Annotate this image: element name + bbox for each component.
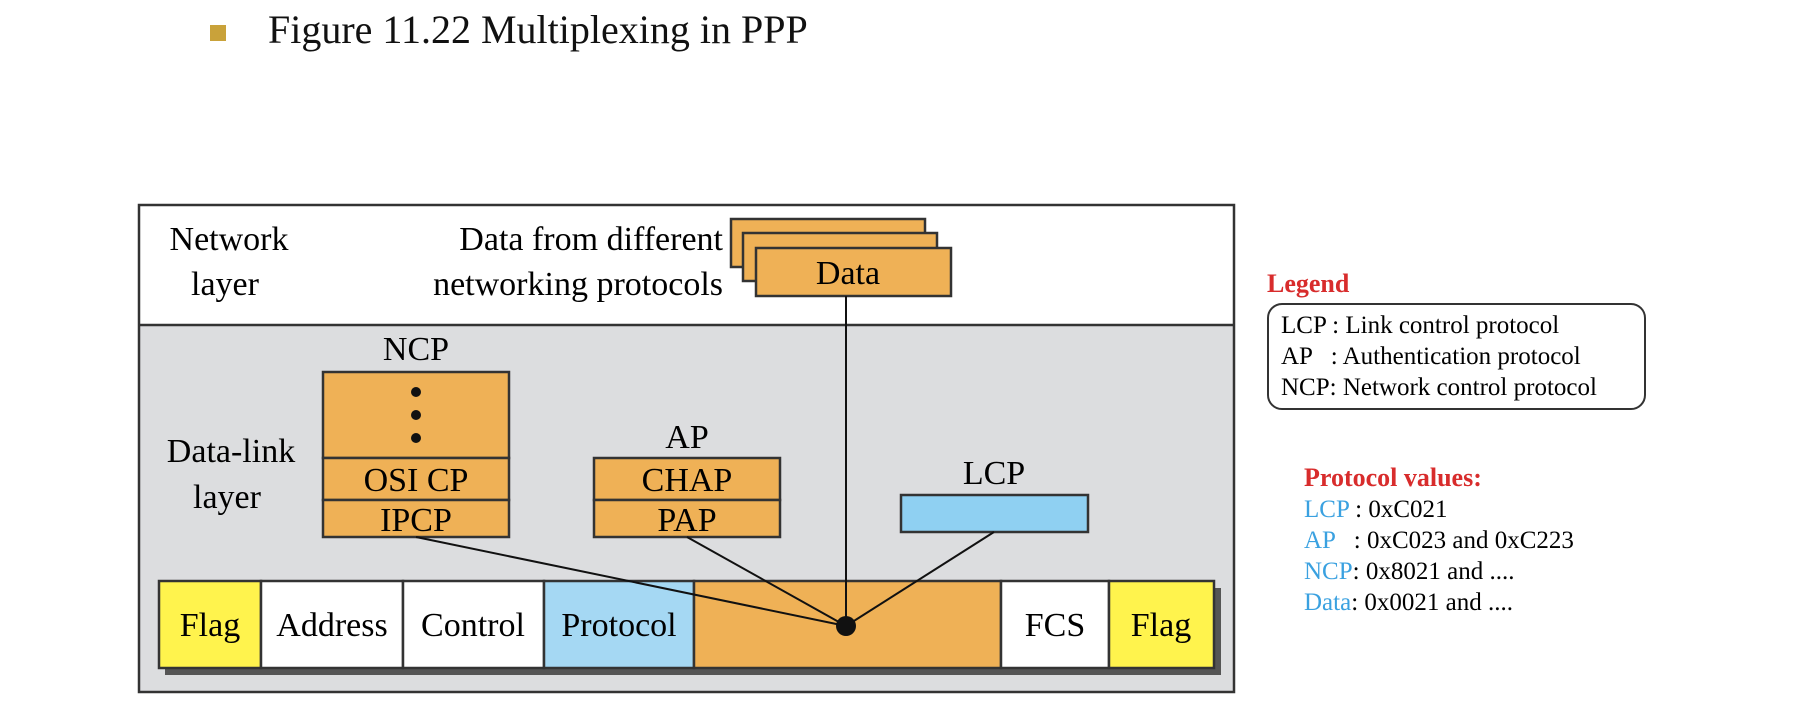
protocol-value-lcp: LCP : 0xC021 [1304,496,1448,523]
lcp-label: LCP [963,455,1025,492]
frame-flag2-field [1107,579,1216,670]
data-box-front [754,246,953,298]
lcp-box [899,493,1090,534]
network-layer-region [139,205,1234,325]
chap-label: CHAP [642,462,733,499]
data-caption-line1: Data from different [459,221,723,258]
protocol-values-title: Protocol values: [1304,463,1482,492]
frame-flag-field [157,579,263,670]
connector-ncp [415,536,847,627]
frame-fcs-field [999,579,1111,670]
frame-address-label: Address [276,607,387,644]
ipcp-label: IPCP [380,502,452,539]
frame-flag-label: Flag [180,607,240,644]
legend-box [1267,303,1646,410]
connector-lcp [845,531,995,627]
ncp-dot-1 [411,387,421,397]
bullet-icon [210,24,226,41]
datalink-layer-label-2: layer [193,479,262,516]
ncp-label: NCP [383,331,449,368]
slide-title: Figure 11.22 Multiplexing in PPP [210,6,808,53]
frame-control-label: Control [421,607,525,644]
datalink-layer-label: Data-link [167,433,295,470]
legend-line-ncp: NCP: Network control protocol [1281,374,1597,401]
legend-line-ap: AP : Authentication protocol [1281,343,1581,370]
protocol-value-ncp: NCP: 0x8021 and .... [1304,558,1514,585]
connector-ap [686,536,847,627]
frame-protocol-field [542,579,696,670]
osicp-label: OSI CP [364,462,469,499]
data-box-label: Data [816,255,880,292]
chap-box [592,456,782,502]
legend-line-lcp: LCP : Link control protocol [1281,312,1559,339]
ap-label: AP [665,419,708,456]
network-layer-label: Network [170,221,289,258]
frame-address-field [259,579,405,670]
frame-control-field [401,579,546,670]
osicp-box [321,456,511,502]
title-text: Figure 11.22 Multiplexing in PPP [268,7,808,52]
protocol-value-ap: AP : 0xC023 and 0xC223 [1304,527,1574,554]
pap-label: PAP [657,502,716,539]
diagram-frame [137,203,1236,694]
frame-fcs-label: FCS [1025,607,1086,644]
multiplex-point [836,616,856,636]
network-layer-label-2: layer [191,266,260,303]
ncp-dot-3 [411,433,421,443]
frame-flag2-label: Flag [1131,607,1191,644]
protocol-value-data: Data: 0x0021 and .... [1304,589,1513,616]
frame-protocol-label: Protocol [561,607,676,644]
data-caption-line2: networking protocols [433,266,723,303]
pap-box [592,498,782,539]
ncp-dot-2 [411,410,421,420]
legend-title: Legend [1267,269,1350,298]
